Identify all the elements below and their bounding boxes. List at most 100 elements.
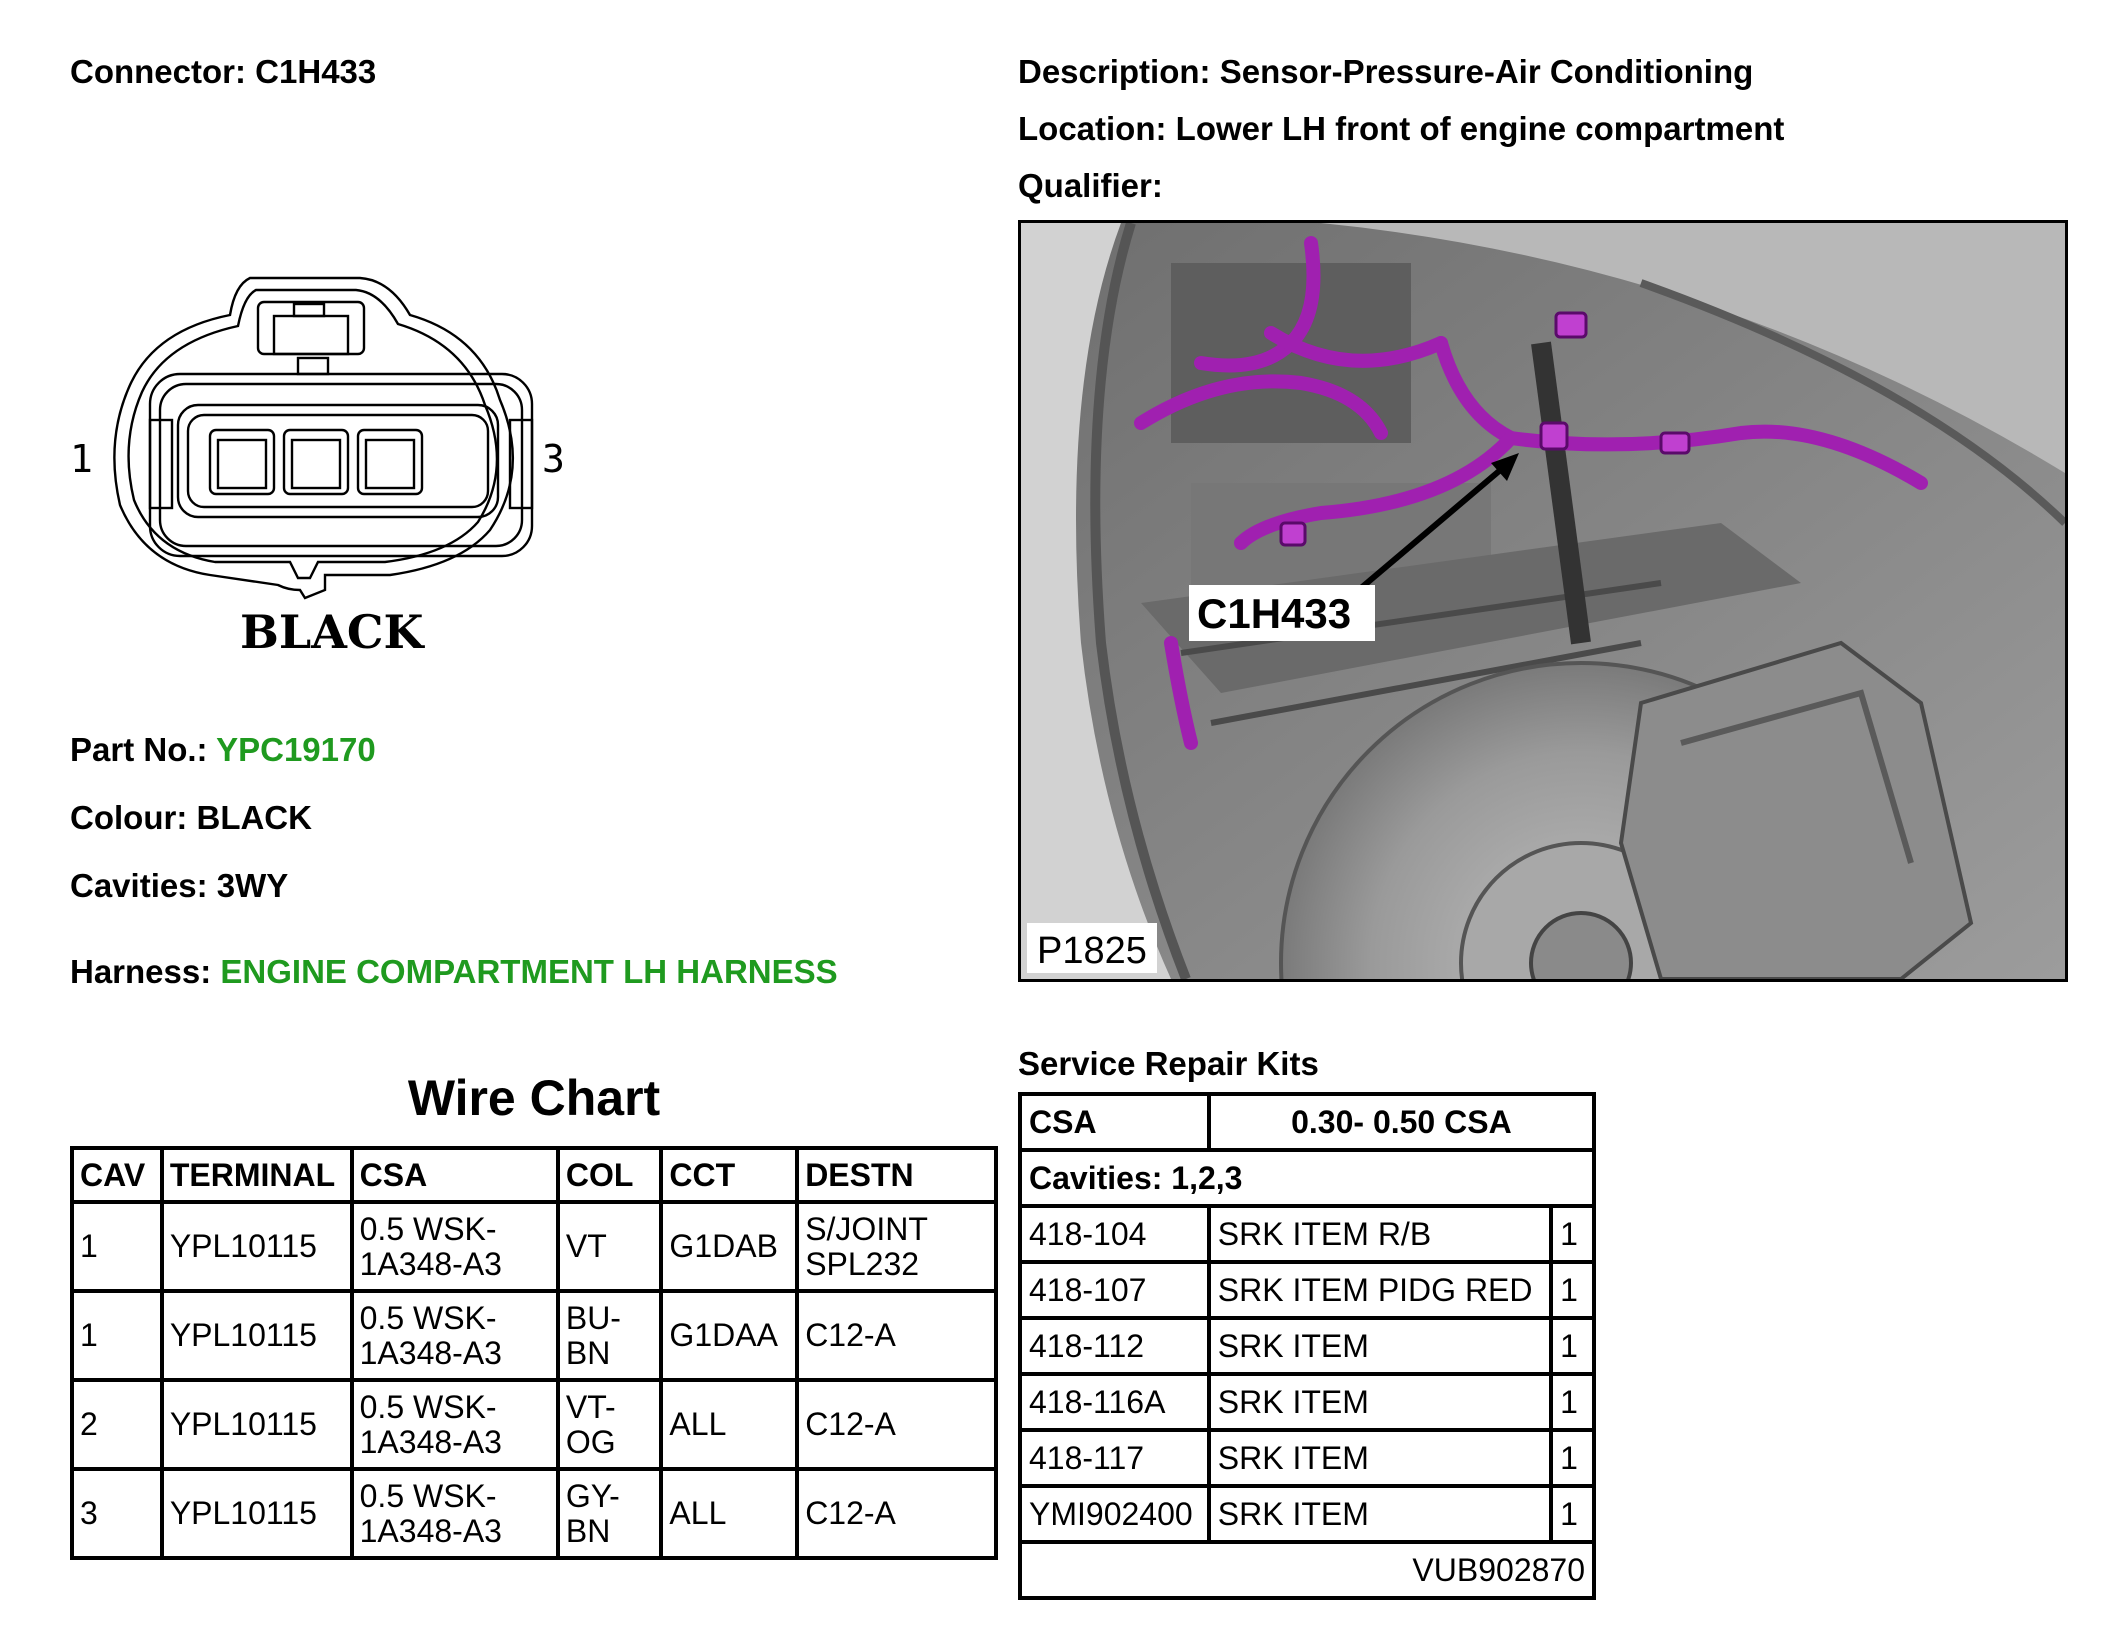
col-line-1: GY- [565,1477,620,1514]
csa-line-2: 1A348-A3 [359,1423,502,1460]
csa-line-1: 0.5 WSK- [359,1388,497,1425]
harness-label: Harness: [70,953,212,990]
location-photo: C1H433 P1825 [1018,220,2068,982]
connector-line: Connector: C1H433 [70,52,376,92]
kit-description: SRK ITEM [1206,1484,1554,1544]
kit-code: 418-117 [1018,1428,1211,1488]
col-line-1: VT [565,1228,607,1264]
kit-description: SRK ITEM [1206,1372,1554,1432]
location-line: Location: Lower LH front of engine compa… [1018,109,1784,149]
qualifier-label: Qualifier: [1018,167,1163,204]
terminal-cell: YPL10115 [159,1289,354,1382]
kit-description: SRK ITEM [1206,1428,1554,1488]
csa-line-2: 1A348-A3 [359,1512,502,1549]
destn-line-1: C12-A [805,1495,896,1531]
col-line-1: BU- [565,1299,621,1336]
connector-face-drawing: 1 3 BLACK [70,276,565,659]
kit-description: SRK ITEM PIDG RED [1206,1260,1554,1320]
harness-link[interactable]: ENGINE COMPARTMENT LH HARNESS [220,953,838,990]
kit-quantity: 1 [1549,1204,1596,1264]
destn-cell: C12-A [795,1378,998,1471]
wire-chart-table: CAV TERMINAL CSA COL CCT DESTN 1 YPL1011… [70,1146,998,1560]
cct-cell: G1DAB [659,1200,800,1293]
list-item: 418-104 SRK ITEM R/B 1 [1018,1204,1596,1264]
table-row: 1 YPL10115 0.5 WSK-1A348-A3 BU-BN G1DAA … [70,1289,998,1382]
csa-cell: 0.5 WSK-1A348-A3 [349,1289,560,1382]
header-col: COL [555,1146,664,1204]
csa-cell: 0.5 WSK-1A348-A3 [349,1378,560,1471]
csa-line-1: 0.5 WSK- [359,1210,497,1247]
wire-chart-title: Wire Chart [407,1070,661,1126]
list-item: 418-107 SRK ITEM PIDG RED 1 [1018,1260,1596,1320]
col-cell: GY-BN [555,1467,664,1560]
kit-code: 418-104 [1018,1204,1211,1264]
destn-cell: C12-A [795,1467,998,1560]
location-label: Location: [1018,110,1167,147]
terminal-cell: YPL10115 [159,1200,354,1293]
kit-quantity: 1 [1549,1484,1596,1544]
terminal-cell: YPL10115 [159,1378,354,1471]
csa-line-1: 0.5 WSK- [359,1477,497,1514]
cct-cell: ALL [659,1378,800,1471]
table-row: 2 YPL10115 0.5 WSK-1A348-A3 VT-OG ALL C1… [70,1378,998,1471]
table-row: 1 YPL10115 0.5 WSK-1A348-A3 VT G1DAB S/J… [70,1200,998,1293]
terminal-cell: YPL10115 [159,1467,354,1560]
kit-code: YMI902400 [1018,1484,1211,1544]
header-cct: CCT [659,1146,800,1204]
connector-label: Connector: [70,53,246,90]
kit-description: SRK ITEM [1206,1316,1554,1376]
list-item: YMI902400 SRK ITEM 1 [1018,1484,1596,1544]
part-no-label: Part No.: [70,731,208,768]
csa-line-2: 1A348-A3 [359,1334,502,1371]
csa-line-2: 1A348-A3 [359,1245,502,1282]
list-item: 418-117 SRK ITEM 1 [1018,1428,1596,1488]
kit-code: 418-116A [1018,1372,1211,1432]
kit-quantity: 1 [1549,1260,1596,1320]
cav-cell: 1 [70,1289,164,1382]
col-cell: VT [555,1200,664,1293]
colour-line: Colour: BLACK [70,798,312,838]
header-terminal: TERMINAL [159,1146,354,1204]
photo-callout-label: C1H433 [1197,590,1351,637]
service-repair-kits-table: CSA 0.30- 0.50 CSA Cavities: 1,2,3 418-1… [1018,1092,1597,1600]
kit-code: 418-112 [1018,1316,1211,1376]
header-destn: DESTN [795,1146,998,1204]
csa-cell: 0.5 WSK-1A348-A3 [349,1200,560,1293]
csa-cell: 0.5 WSK-1A348-A3 [349,1467,560,1560]
pin-3-label: 3 [542,437,565,481]
destn-line-1: C12-A [805,1317,896,1353]
cct-cell: G1DAA [659,1289,800,1382]
col-line-1: VT- [565,1388,616,1425]
col-cell: BU-BN [555,1289,664,1382]
kits-csa-value: 0.30- 0.50 CSA [1206,1092,1597,1152]
destn-line-2: SPL232 [805,1245,920,1282]
cavities-label: Cavities: [70,867,208,904]
kits-csa-label: CSA [1018,1092,1211,1152]
part-no-link[interactable]: YPC19170 [216,731,376,768]
description-line: Description: Sensor-Pressure-Air Conditi… [1018,52,1753,92]
col-line-2: OG [565,1423,616,1460]
connector-id: C1H433 [255,53,377,90]
kits-cavities: Cavities: 1,2,3 [1018,1148,1596,1208]
colour-label: Colour: [70,799,188,836]
location-value: Lower LH front of engine compartment [1175,110,1785,147]
header-csa: CSA [349,1146,560,1204]
cav-cell: 1 [70,1200,164,1293]
destn-line-1: C12-A [805,1406,896,1442]
csa-line-1: 0.5 WSK- [359,1299,497,1336]
cav-cell: 3 [70,1467,164,1560]
description-value: Sensor-Pressure-Air Conditioning [1219,53,1754,90]
kits-footer-row: VUB902870 [1018,1540,1596,1600]
cct-cell: ALL [659,1467,800,1560]
description-label: Description: [1018,53,1211,90]
kit-quantity: 1 [1549,1372,1596,1432]
cavities-line: Cavities: 3WY [70,866,288,906]
kit-quantity: 1 [1549,1316,1596,1376]
harness-line: Harness: ENGINE COMPARTMENT LH HARNESS [70,952,838,992]
service-repair-kits-title: Service Repair Kits [1018,1045,1319,1082]
qualifier-line: Qualifier: [1018,166,1163,206]
cavities-value: 3WY [216,867,289,904]
list-item: 418-116A SRK ITEM 1 [1018,1372,1596,1432]
kit-quantity: 1 [1549,1428,1596,1488]
